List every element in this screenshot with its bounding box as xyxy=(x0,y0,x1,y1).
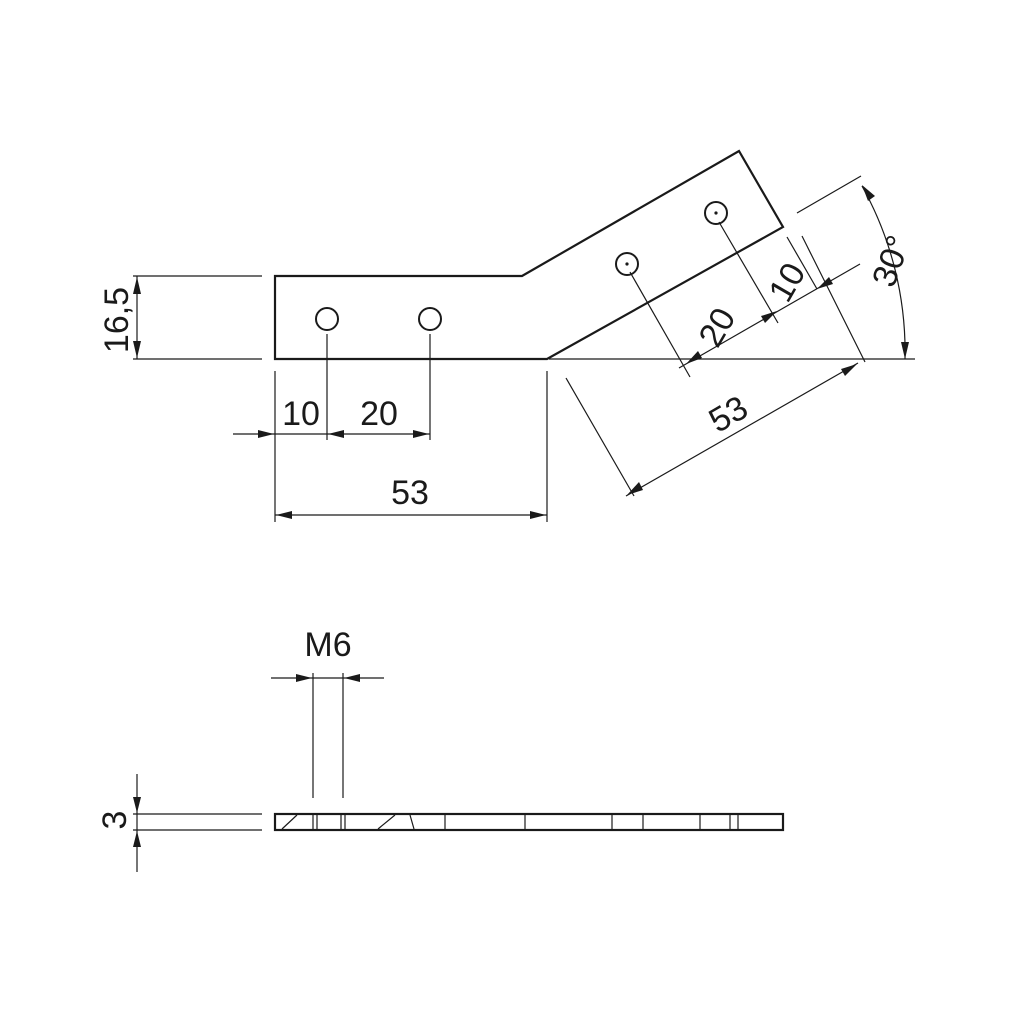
dimension-label-thread: M6 xyxy=(304,626,351,664)
dimension-hole-positions: 10 20 xyxy=(233,334,431,522)
dimension-label-hole-spacing: 20 xyxy=(360,395,398,433)
dimension-label-angled-leg: 53 xyxy=(703,389,755,441)
dimension-side-thickness: 3 xyxy=(96,774,262,872)
hole-4-center-mark xyxy=(714,211,718,215)
dimension-label-width: 16,5 xyxy=(98,287,136,353)
side-profile-edges xyxy=(281,814,739,830)
dimension-plate-width: 16,5 xyxy=(98,275,262,360)
dimension-label-straight-leg: 53 xyxy=(391,474,429,512)
side-view: M6 3 xyxy=(96,626,785,872)
hole-3-center-mark xyxy=(625,262,629,266)
bracket-plate-outline xyxy=(273,149,785,361)
hole-1 xyxy=(315,307,339,331)
dimension-label-angle: 30° xyxy=(865,231,918,292)
dimension-label-angled-hole-spacing: 20 xyxy=(692,302,744,354)
bracket-side-profile xyxy=(273,812,785,832)
dimension-label-side-thickness: 3 xyxy=(96,811,134,830)
dimension-label-angled-first-hole: 10 xyxy=(762,257,814,309)
dimension-thread: M6 xyxy=(271,626,384,798)
dimension-straight-leg: 53 xyxy=(275,371,548,522)
hole-2 xyxy=(418,307,442,331)
dimension-label-first-hole: 10 xyxy=(282,395,320,433)
plan-view: 16,5 10 20 53 30 xyxy=(98,149,918,522)
